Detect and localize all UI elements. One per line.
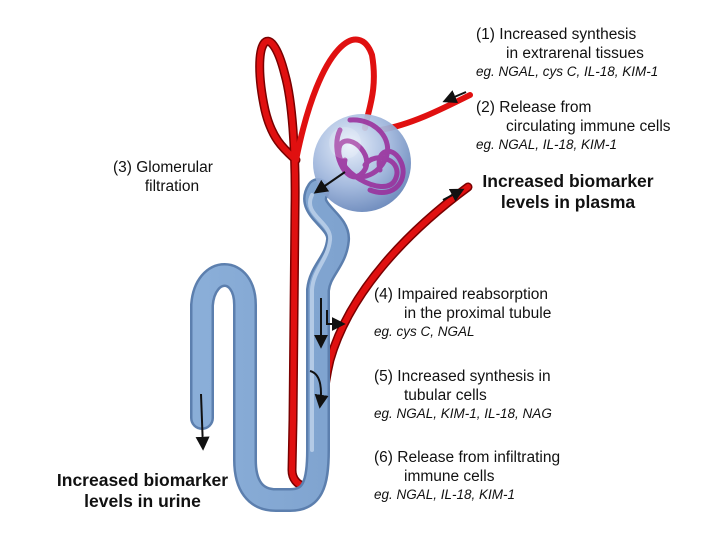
mechanism-4-line1: Impaired reabsorption — [397, 286, 549, 303]
mechanism-2-label: (2) Release from circulating immune cell… — [476, 98, 671, 154]
plasma-label: Increased biomarker levels in plasma — [468, 171, 668, 213]
mechanism-1-line1: Increased synthesis — [499, 26, 637, 43]
mechanism-5-line1: Increased synthesis in — [397, 368, 551, 385]
plasma-line1: Increased biomarker — [482, 171, 654, 191]
mechanism-3-label: (3) Glomerular filtration — [113, 158, 213, 196]
mechanism-5-number: (5) — [374, 368, 393, 385]
mechanism-1-examples: eg. NGAL, cys C, IL-18, KIM-1 — [476, 64, 659, 79]
mechanism-3-line2: filtration — [144, 178, 200, 195]
glomerulus — [313, 114, 411, 212]
mechanism-6-label: (6) Release from infiltrating immune cel… — [374, 448, 560, 504]
arrow-plasma-output — [442, 188, 465, 202]
arrow-impaired-reabsorption — [326, 310, 346, 331]
mechanism-2-examples: eg. NGAL, IL-18, KIM-1 — [476, 137, 618, 152]
urine-line1: Increased biomarker — [56, 470, 229, 490]
mechanism-1-line2: in extrarenal tissues — [506, 45, 644, 62]
mechanism-1-number: (1) — [476, 26, 495, 43]
mechanism-4-line2: in the proximal tubule — [404, 305, 552, 322]
mechanism-2-number: (2) — [476, 99, 495, 116]
mechanism-2-line1: Release from — [499, 99, 592, 116]
mechanism-3-line1: (3) Glomerular — [113, 159, 213, 176]
arrow-tubular-synthesis — [309, 370, 329, 409]
arrows — [195, 90, 467, 451]
mechanism-6-line2: immune cells — [404, 468, 495, 485]
mechanism-4-number: (4) — [374, 286, 393, 303]
urine-line2: levels in urine — [84, 491, 201, 511]
mechanism-5-line2: tubular cells — [404, 387, 487, 404]
mechanism-6-line1: Release from infiltrating — [397, 449, 561, 466]
plasma-line2: levels in plasma — [500, 192, 636, 212]
capillary-tuft — [334, 117, 406, 195]
urine-label: Increased biomarker levels in urine — [40, 470, 245, 512]
arrow-urine-output — [195, 393, 210, 451]
nephron-tubule — [190, 178, 350, 512]
mechanism-1-label: (1) Increased synthesis in extrarenal ti… — [476, 25, 658, 81]
mechanism-6-number: (6) — [374, 449, 393, 466]
arrow-extrarenal-synthesis — [442, 90, 467, 104]
mechanism-5-label: (5) Increased synthesis in tubular cells… — [374, 367, 552, 423]
mechanism-6-examples: eg. NGAL, IL-18, KIM-1 — [374, 487, 516, 502]
mechanism-5-examples: eg. NGAL, KIM-1, IL-18, NAG — [374, 406, 552, 421]
mechanism-2-line2: circulating immune cells — [506, 118, 671, 135]
arrow-glomerular-filtration — [313, 171, 346, 194]
mechanism-4-label: (4) Impaired reabsorption in the proxima… — [374, 285, 551, 341]
mechanism-4-examples: eg. cys C, NGAL — [374, 324, 475, 339]
